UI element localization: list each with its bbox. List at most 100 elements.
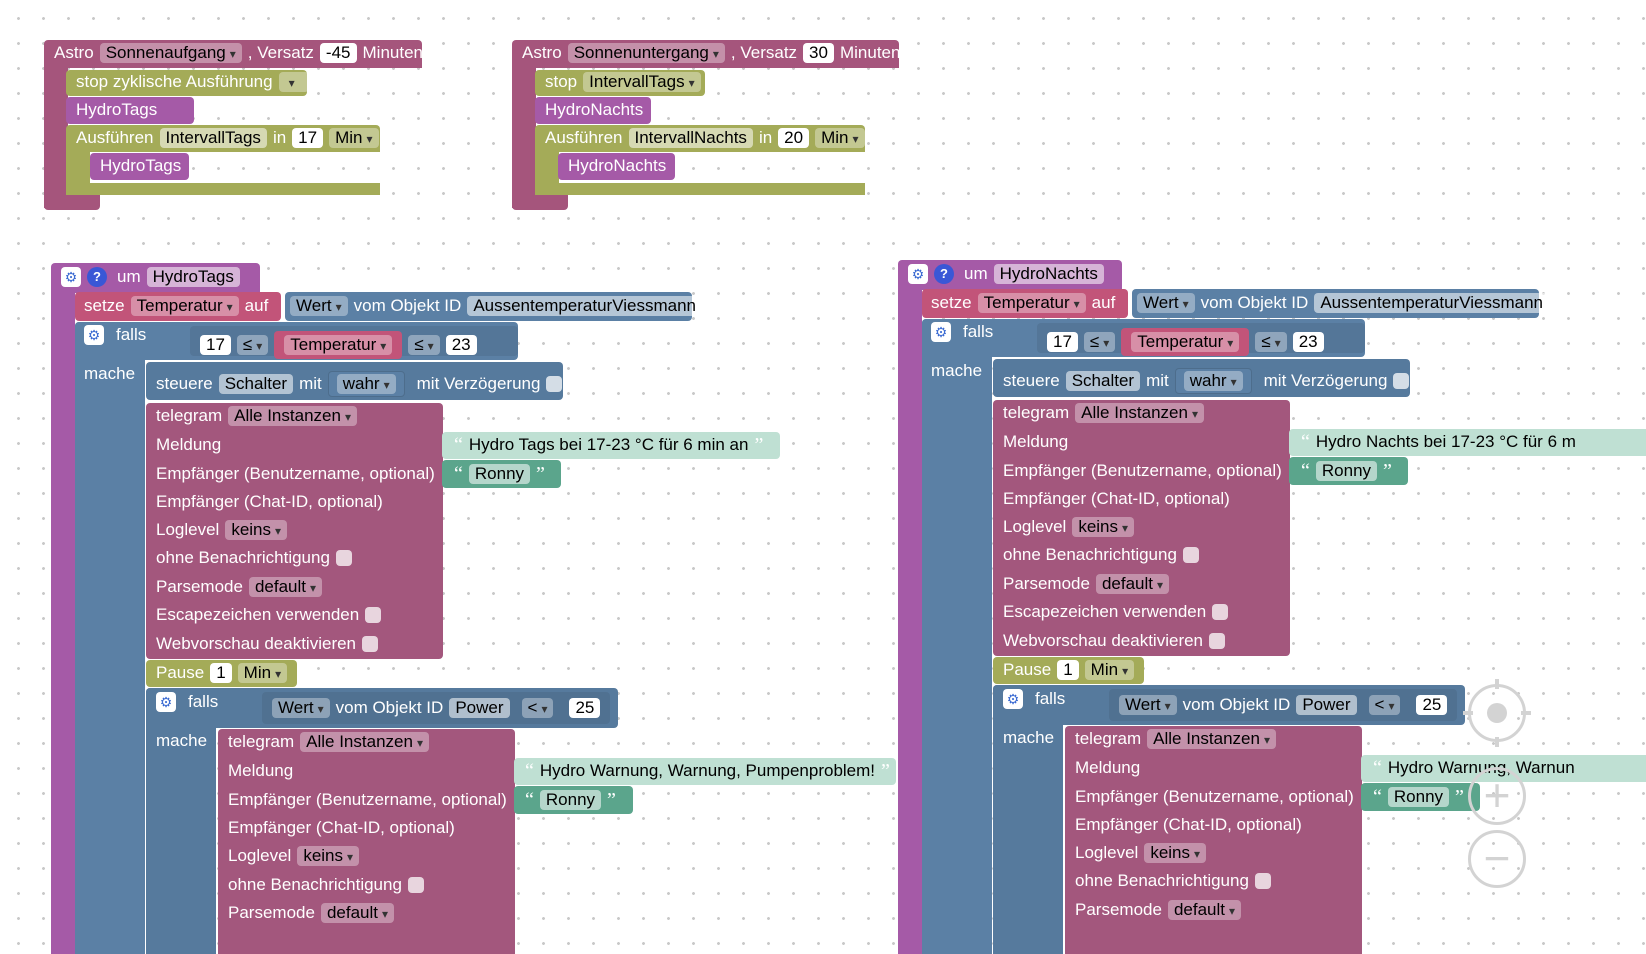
instance-dropdown[interactable]: Alle Instanzen — [300, 732, 429, 752]
recenter-icon[interactable] — [1463, 679, 1531, 747]
in-unit-dropdown[interactable]: Min — [329, 128, 379, 148]
compare-low-input[interactable]: 17 — [1047, 332, 1078, 352]
message-text[interactable]: Hydro Nachts bei 17-23 °C für 6 m — [1315, 432, 1576, 451]
op-dropdown[interactable]: < — [1368, 695, 1401, 715]
wert-dropdown[interactable]: Wert — [290, 296, 348, 316]
silent-checkbox[interactable] — [1254, 873, 1271, 889]
gear-icon[interactable]: ⚙ — [61, 267, 81, 287]
parsemode-dropdown[interactable]: default — [1167, 900, 1242, 920]
loglevel-dropdown[interactable]: keins — [225, 520, 288, 540]
if-block-power[interactable] — [993, 685, 1063, 954]
message-text[interactable]: Hydro Warnung, Warnun — [1387, 758, 1575, 777]
function-name-input[interactable]: HydroNachts — [993, 264, 1104, 284]
compare-low-input[interactable]: 17 — [200, 335, 231, 355]
pause-unit-dropdown[interactable]: Min — [1084, 660, 1135, 680]
op-dropdown[interactable]: ≤ — [1255, 332, 1287, 352]
gear-icon[interactable]: ⚙ — [908, 264, 928, 284]
pause-input[interactable]: 1 — [1057, 660, 1079, 680]
gear-icon[interactable]: ⚙ — [84, 325, 104, 345]
stop-dropdown[interactable] — [278, 72, 309, 92]
in-unit-dropdown[interactable]: Min — [815, 128, 865, 148]
message-text-block[interactable] — [514, 758, 896, 785]
limit-input[interactable]: 25 — [569, 698, 601, 718]
user-text[interactable]: Ronny — [468, 464, 531, 484]
function-name-input[interactable]: HydroTags — [146, 267, 240, 287]
instance-dropdown[interactable]: Alle Instanzen — [1147, 729, 1276, 749]
message-text[interactable]: Hydro Tags bei 17-23 °C für 6 min an — [468, 435, 749, 454]
parsemode-dropdown[interactable]: default — [320, 903, 395, 923]
user-text[interactable]: Ronny — [539, 790, 602, 810]
pause-input[interactable]: 1 — [210, 663, 232, 683]
op-dropdown[interactable]: < — [521, 698, 554, 718]
op-dropdown[interactable]: ≤ — [408, 335, 440, 355]
zoom-in-icon[interactable]: + — [1468, 767, 1526, 825]
proc-call-block[interactable] — [535, 97, 651, 124]
compare-high-input[interactable]: 23 — [445, 335, 477, 355]
exec-target[interactable]: IntervallNachts — [628, 128, 753, 148]
variable-dropdown[interactable]: Temperatur — [1131, 332, 1240, 352]
escape-checkbox[interactable] — [1212, 604, 1229, 620]
exec-body-block[interactable] — [90, 153, 189, 180]
stop-block[interactable] — [66, 70, 307, 96]
help-icon[interactable]: ? — [87, 267, 107, 287]
offset-input[interactable]: -45 — [319, 43, 357, 63]
switch-field[interactable]: Schalter — [218, 374, 294, 394]
user-text[interactable]: Ronny — [1387, 787, 1450, 807]
help-icon[interactable]: ? — [934, 264, 954, 284]
webpreview-checkbox[interactable] — [1209, 633, 1226, 649]
parsemode-dropdown[interactable]: default — [1095, 574, 1170, 594]
message-text-block[interactable] — [1289, 429, 1646, 456]
webpreview-checkbox[interactable] — [362, 636, 379, 652]
variable-block[interactable]: Temperatur — [1121, 328, 1250, 356]
object-id-field[interactable]: Power — [449, 698, 510, 718]
silent-checkbox[interactable] — [407, 877, 424, 893]
pause-unit-dropdown[interactable]: Min — [237, 663, 288, 683]
limit-input[interactable]: 25 — [1416, 695, 1448, 715]
op-dropdown[interactable]: ≤ — [1083, 332, 1116, 352]
variable-dropdown[interactable]: Temperatur — [130, 296, 239, 316]
variable-dropdown[interactable]: Temperatur — [977, 293, 1086, 313]
gear-icon[interactable]: ⚙ — [156, 692, 176, 712]
op-dropdown[interactable]: ≤ — [236, 335, 269, 355]
delay-checkbox[interactable] — [546, 376, 563, 392]
silent-checkbox[interactable] — [335, 550, 352, 566]
bool-block[interactable]: wahr — [1174, 368, 1252, 394]
wert-dropdown[interactable]: Wert — [1119, 695, 1177, 715]
bool-dropdown[interactable]: wahr — [336, 374, 396, 394]
bool-block[interactable]: wahr — [327, 371, 405, 397]
silent-checkbox[interactable] — [1182, 547, 1199, 563]
if-block[interactable] — [922, 319, 992, 954]
instance-dropdown[interactable]: Alle Instanzen — [1075, 403, 1204, 423]
message-text-block[interactable] — [442, 432, 780, 459]
exec-body-block[interactable] — [558, 153, 675, 180]
stop-dropdown[interactable]: IntervallTags — [583, 72, 701, 92]
instance-dropdown[interactable]: Alle Instanzen — [228, 406, 357, 426]
gear-icon[interactable]: ⚙ — [1003, 689, 1023, 709]
astro-event-dropdown[interactable]: Sonnenaufgang — [99, 43, 242, 63]
parsemode-dropdown[interactable]: default — [248, 577, 323, 597]
zoom-out-icon[interactable]: − — [1468, 830, 1526, 888]
in-input[interactable]: 17 — [292, 128, 324, 148]
object-id-field[interactable]: AussentemperaturViessmann — [1314, 293, 1550, 313]
bool-dropdown[interactable]: wahr — [1183, 371, 1243, 391]
loglevel-dropdown[interactable]: keins — [1072, 517, 1135, 537]
telegram-block[interactable] — [146, 403, 443, 659]
in-input[interactable]: 20 — [778, 128, 810, 148]
object-id-field[interactable]: AussentemperaturViessmann — [467, 296, 703, 316]
compare-high-input[interactable]: 23 — [1292, 332, 1324, 352]
if-block-power[interactable] — [146, 688, 216, 954]
telegram-block[interactable] — [993, 400, 1290, 656]
message-text[interactable]: Hydro Warnung, Warnung, Pumpenproblem! — [539, 761, 876, 780]
proc-call-block[interactable] — [66, 97, 194, 124]
loglevel-dropdown[interactable]: keins — [297, 846, 360, 866]
gear-icon[interactable]: ⚙ — [931, 322, 951, 342]
wert-dropdown[interactable]: Wert — [1137, 293, 1195, 313]
escape-checkbox[interactable] — [365, 607, 382, 623]
astro-event-dropdown[interactable]: Sonnenuntergang — [567, 43, 725, 63]
variable-block[interactable]: Temperatur — [274, 331, 403, 359]
offset-input[interactable]: 30 — [803, 43, 834, 63]
switch-field[interactable]: Schalter — [1065, 371, 1141, 391]
wert-dropdown[interactable]: Wert — [272, 698, 330, 718]
loglevel-dropdown[interactable]: keins — [1144, 843, 1207, 863]
delay-checkbox[interactable] — [1393, 373, 1410, 389]
